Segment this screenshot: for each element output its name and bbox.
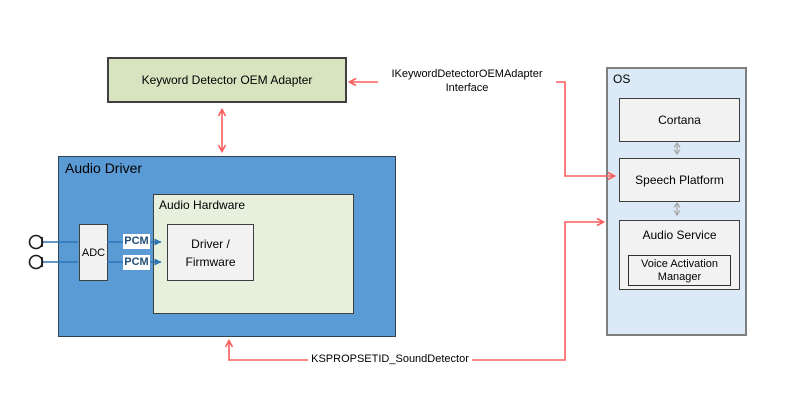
adc-label: ADC <box>81 246 106 259</box>
os-box: OS Cortana Speech Platform Audio Service… <box>606 67 747 336</box>
speech-platform-label: Speech Platform <box>635 173 724 187</box>
pcm-label-2: PCM <box>123 255 150 270</box>
driver-firmware-label: Driver / Firmware <box>185 236 236 269</box>
speech-platform-box: Speech Platform <box>619 158 740 202</box>
pcm-label-1: PCM <box>123 234 150 249</box>
keyword-detector-oem-adapter-box: Keyword Detector OEM Adapter <box>107 57 347 103</box>
keyword-detector-oem-adapter-label: Keyword Detector OEM Adapter <box>141 73 313 87</box>
adc-box: ADC <box>79 224 108 281</box>
cortana-box: Cortana <box>619 98 740 142</box>
sounddetector-connector-label: KSPROPSETID_SoundDetector <box>308 352 472 367</box>
audio-service-label: Audio Service <box>642 228 717 242</box>
audio-service-box: Audio Service Voice Activation Manager <box>619 220 740 290</box>
os-label: OS <box>613 72 631 86</box>
driver-firmware-box: Driver / Firmware <box>167 224 254 281</box>
audio-driver-label: Audio Driver <box>65 160 143 176</box>
audio-hardware-label: Audio Hardware <box>159 198 246 212</box>
voice-activation-manager-box: Voice Activation Manager <box>628 255 731 286</box>
audio-driver-box: Audio Driver Audio Hardware Driver / Fir… <box>58 156 396 337</box>
cortana-label: Cortana <box>658 113 701 127</box>
microphone-icon-2 <box>28 254 44 270</box>
microphone-icon-1 <box>28 234 44 250</box>
voice-activation-manager-label: Voice Activation Manager <box>640 257 719 283</box>
interface-connector-label: IKeywordDetectorOEMAdapter Interface <box>378 67 556 95</box>
audio-hardware-box: Audio Hardware Driver / Firmware <box>153 194 354 314</box>
